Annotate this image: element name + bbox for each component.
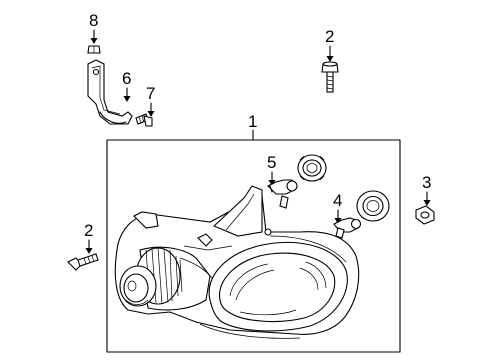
callout-1: 1 [248, 112, 257, 131]
callout-5: 5 [267, 153, 276, 172]
nut-part-8 [87, 45, 101, 54]
callout-2-top: 2 [325, 27, 334, 46]
bolt-part-2-left [67, 253, 99, 271]
bracket-part-6 [87, 59, 133, 125]
callout-7: 7 [146, 84, 155, 103]
assembly-frame [106, 139, 401, 353]
callout-6: 6 [122, 69, 131, 88]
leader-arrows [85, 29, 431, 254]
callout-8: 8 [89, 11, 98, 30]
bulb-part-5 [267, 179, 298, 209]
callout-2-left: 2 [84, 221, 93, 240]
lens-shading [229, 261, 327, 316]
cap-part-3 [415, 205, 435, 225]
bulb-part-4 [333, 217, 362, 239]
bolt-part-2-top [321, 61, 339, 93]
callout-4: 4 [333, 191, 342, 210]
headlamp-assembly [114, 185, 360, 339]
bolt-part-7 [135, 113, 153, 127]
socket-ring-part-5 [297, 154, 327, 182]
callout-3: 3 [422, 173, 431, 192]
socket-ring-part-4 [356, 190, 390, 222]
